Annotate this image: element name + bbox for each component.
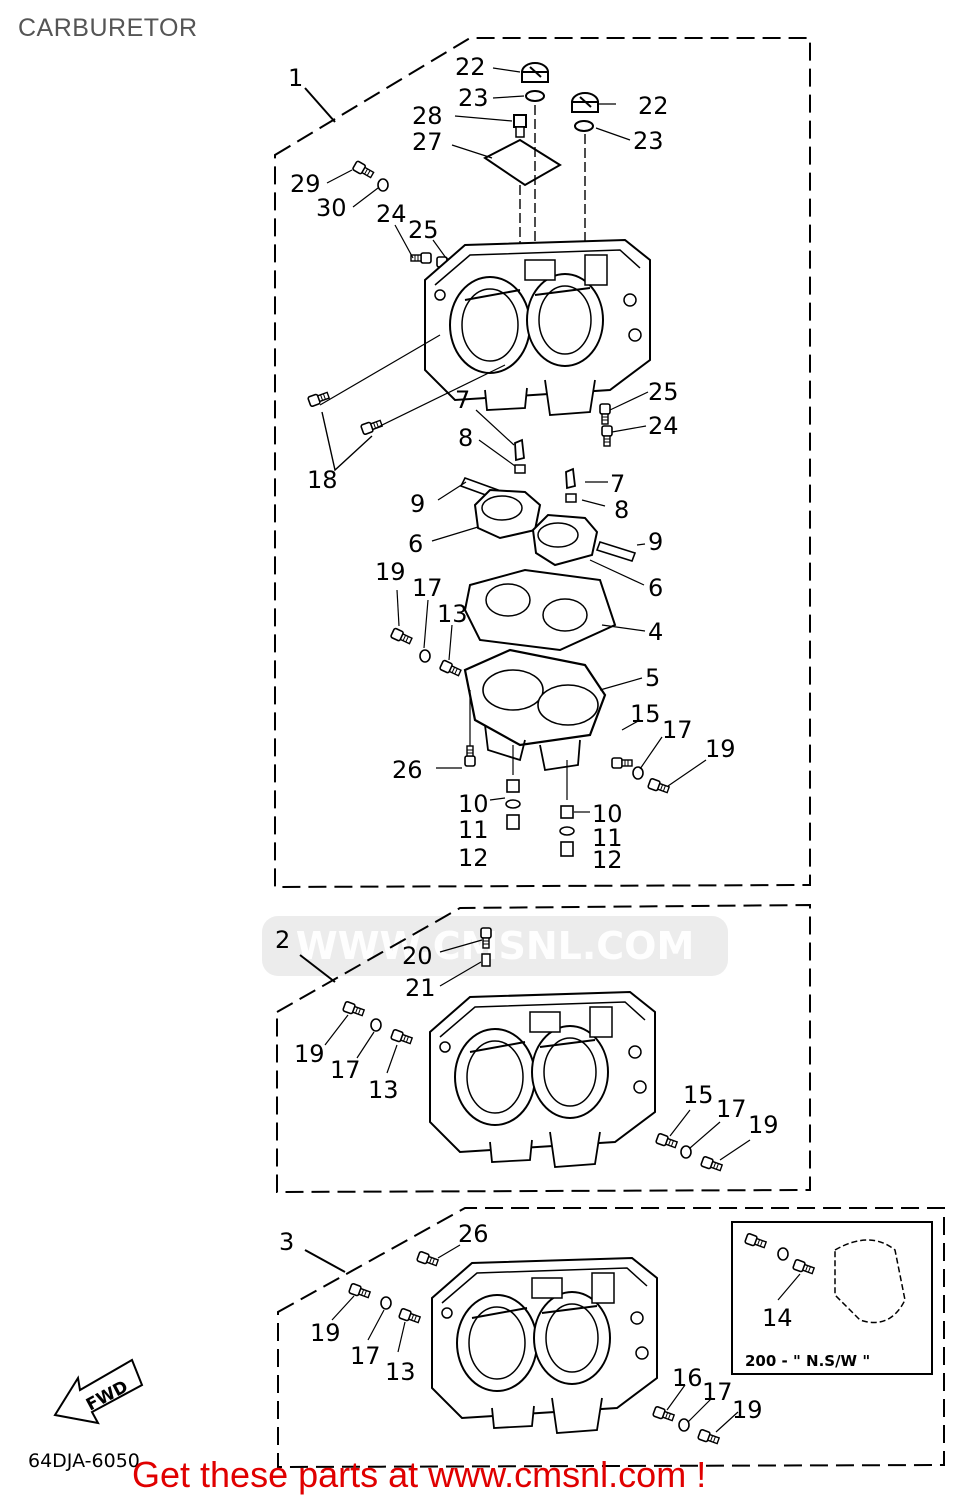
callout-23: 23 bbox=[633, 127, 664, 155]
callout-21: 21 bbox=[405, 974, 436, 1002]
callout-11: 11 bbox=[458, 816, 489, 844]
callout-11: 11 bbox=[592, 824, 623, 852]
promo-link[interactable]: Get these parts at www.cmsnl.com ! bbox=[132, 1454, 707, 1495]
fwd-arrow: FWD bbox=[53, 1358, 144, 1425]
callout-19: 19 bbox=[705, 735, 736, 763]
callout-13: 13 bbox=[437, 600, 468, 628]
callout-14: 14 bbox=[762, 1304, 793, 1332]
callout-7: 7 bbox=[610, 470, 625, 498]
callout-6: 6 bbox=[408, 530, 423, 558]
callout-9: 9 bbox=[410, 490, 425, 518]
carburetor-body-2 bbox=[429, 991, 656, 1168]
callout-17: 17 bbox=[702, 1378, 733, 1406]
callout-27: 27 bbox=[412, 128, 443, 156]
diagram-code: 64DJA-6050 bbox=[28, 1450, 140, 1472]
callout-26: 26 bbox=[458, 1220, 489, 1248]
callout-2: 2 bbox=[275, 926, 290, 954]
callout-13: 13 bbox=[368, 1076, 399, 1104]
callout-17: 17 bbox=[716, 1095, 747, 1123]
callout-9: 9 bbox=[648, 528, 663, 556]
assembly-3-frame bbox=[277, 1207, 945, 1469]
assembly-1-frame bbox=[274, 37, 811, 889]
callout-7: 7 bbox=[455, 386, 470, 414]
cover-27 bbox=[483, 138, 562, 187]
callout-26: 26 bbox=[392, 756, 423, 784]
float-bowl-5 bbox=[463, 648, 607, 772]
callout-1: 1 bbox=[288, 64, 303, 92]
callout-8: 8 bbox=[614, 496, 629, 524]
float-6b bbox=[531, 513, 599, 567]
callout-17: 17 bbox=[350, 1342, 381, 1370]
watermark: WWW.CMSNL.COM bbox=[262, 916, 728, 976]
cap-22a bbox=[521, 62, 549, 83]
pin-9b bbox=[595, 541, 637, 562]
callout-22: 22 bbox=[455, 53, 486, 81]
callout-12: 12 bbox=[458, 844, 489, 872]
washer-23a bbox=[525, 90, 545, 102]
callout-22: 22 bbox=[638, 92, 669, 120]
callout-19: 19 bbox=[375, 558, 406, 586]
callout-labels: 1 22 23 28 27 22 23 29 30 24 25 25 24 18… bbox=[275, 53, 793, 1424]
callout-13: 13 bbox=[385, 1358, 416, 1386]
callout-3: 3 bbox=[279, 1228, 294, 1256]
callout-15: 15 bbox=[630, 700, 661, 728]
callout-17: 17 bbox=[412, 574, 443, 602]
callout-20: 20 bbox=[402, 942, 433, 970]
page-title: CARBURETOR bbox=[18, 14, 198, 42]
callout-17: 17 bbox=[330, 1056, 361, 1084]
callout-15: 15 bbox=[683, 1081, 714, 1109]
callout-18: 18 bbox=[307, 466, 338, 494]
callout-25: 25 bbox=[408, 216, 439, 244]
jet-10-12-left bbox=[505, 779, 521, 830]
callout-23: 23 bbox=[458, 84, 489, 112]
cap-22b bbox=[571, 92, 599, 113]
screw-28 bbox=[513, 114, 527, 138]
callout-17: 17 bbox=[662, 716, 693, 744]
callout-28: 28 bbox=[412, 102, 443, 130]
callout-19: 19 bbox=[310, 1319, 341, 1347]
callout-24: 24 bbox=[648, 412, 679, 440]
carburetor-body-3 bbox=[431, 1257, 658, 1434]
callout-19: 19 bbox=[294, 1040, 325, 1068]
callout-30: 30 bbox=[316, 194, 347, 222]
inset-box: 200 - " N.S/W " bbox=[731, 1221, 933, 1375]
callout-29: 29 bbox=[290, 170, 321, 198]
callout-24: 24 bbox=[376, 200, 407, 228]
callout-25: 25 bbox=[648, 378, 679, 406]
callout-19: 19 bbox=[732, 1396, 763, 1424]
callout-16: 16 bbox=[672, 1364, 703, 1392]
callout-10: 10 bbox=[458, 790, 489, 818]
callout-5: 5 bbox=[645, 664, 660, 692]
needle-7a bbox=[514, 438, 526, 474]
gasket-4 bbox=[463, 568, 617, 652]
callout-10: 10 bbox=[592, 800, 623, 828]
callout-12: 12 bbox=[592, 846, 623, 874]
callout-4: 4 bbox=[648, 618, 663, 646]
float-6a bbox=[473, 488, 542, 540]
inset-label: 200 - " N.S/W " bbox=[745, 1352, 870, 1370]
callout-6: 6 bbox=[648, 574, 663, 602]
assembly-2-frame bbox=[276, 903, 811, 1194]
needle-7b bbox=[565, 467, 577, 503]
callout-8: 8 bbox=[458, 424, 473, 452]
callout-19: 19 bbox=[748, 1111, 779, 1139]
jet-10-12-right bbox=[559, 805, 575, 857]
washer-23b bbox=[574, 120, 594, 132]
